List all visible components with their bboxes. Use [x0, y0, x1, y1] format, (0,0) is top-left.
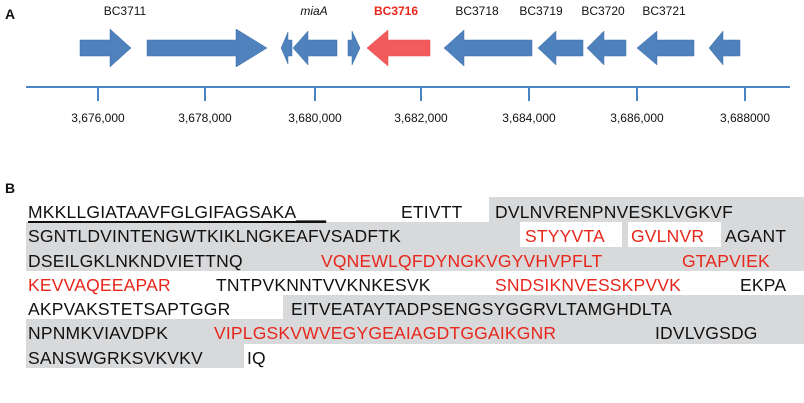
tick-label: 3,680,000: [288, 111, 342, 125]
shade-region: [26, 246, 804, 271]
gene-arrow-miaa: [292, 30, 338, 66]
gene-arrow-bc3720: [586, 30, 627, 66]
sequence-segment: EKPA: [740, 274, 787, 295]
peptide-segment: VIPLGSKVWVEGYGEAIAGDTGGAIKGNR: [214, 323, 557, 344]
sequence-segment: NPNMKVIAVDPK: [28, 323, 169, 344]
gene-arrow-bc3711: [79, 28, 132, 68]
panel-b-label: B: [5, 180, 16, 196]
gene-label-bc3719: BC3719: [519, 4, 563, 18]
signal-peptide: MKKLLGIATAAVFGLGIFAGSAKA___: [28, 202, 327, 222]
peptide-segment: GTAPVIEK: [682, 250, 770, 271]
sequence-segment: IQ: [247, 347, 266, 368]
gene-arrow-bc3719: [537, 30, 584, 66]
gene-map: BC3711 miaA BC3716 BC3718 BC3719 BC3720 …: [26, 4, 790, 125]
peptide-segment: GVLNVR: [631, 226, 705, 247]
gene-label-bc3716: BC3716: [374, 4, 418, 18]
tick-label: 3,686,000: [610, 111, 664, 125]
sequence-segment: EITVEATAYTADPSENGSYGGRVLTAMGHDLTA: [291, 299, 672, 320]
shade-region: [26, 343, 244, 368]
shade-region: [489, 197, 804, 222]
sequence-segment: SGNTLDVINTENGWTKIKLNGKEAFVSADFTK: [28, 226, 401, 247]
gap-region: [628, 222, 721, 247]
peptide-segment: VQNEWLQFDYNGKVGYVHVPFLT: [321, 250, 603, 271]
peptide-segment: KEVVAQEEAPAR: [28, 274, 171, 295]
tick-label: 3,688000: [720, 111, 770, 125]
gap-region: [520, 222, 622, 247]
gene-arrow-small: [347, 30, 361, 66]
sequence-segment: SANSWGRKSVKVKV: [28, 347, 203, 368]
sequence-segment: TNTPVKNNTVVKNKESVK: [216, 274, 431, 295]
tick-label: 3,678,000: [178, 111, 232, 125]
panel-a-label: A: [5, 6, 16, 22]
gene-arrow-bc3718: [443, 29, 533, 67]
peptide-segment: SNDSIKNVESSKPVVK: [495, 274, 682, 295]
gene-arrow-bc3716: [366, 29, 431, 67]
tick-label: 3,682,000: [394, 111, 448, 125]
sequence-segment: AKPVAKSTETSAPTGGR: [28, 299, 231, 320]
gene-arrow-bc3721: [636, 30, 695, 66]
axis-ticks: [97, 87, 746, 101]
gene-label-bc3721: BC3721: [642, 4, 686, 18]
gene-label-bc3718: BC3718: [455, 4, 499, 18]
sequence-segment: ETIVTT: [401, 202, 463, 222]
gene-label-bc3720: BC3720: [581, 4, 625, 18]
gene-arrow-bc3712: [146, 28, 268, 68]
tick-label: 3,684,000: [502, 111, 556, 125]
tick-label: 3,676,000: [71, 111, 125, 125]
sequence-segment: DVLNVRENPNVESKLVGKVF: [495, 202, 734, 222]
peptide-segment: STYYVTA: [525, 226, 605, 247]
gene-arrow-bc3722: [708, 30, 741, 66]
sequence-segment: DSEILGKLNKNDVIETTNQ: [28, 250, 243, 271]
sequence-segment: AGANT: [725, 226, 787, 247]
sequence-segment: IDVLVGSDG: [655, 323, 758, 344]
shade-region: [283, 295, 804, 320]
gene-label-miaa: miaA: [300, 4, 327, 18]
gene-arrow-bc3713: [280, 31, 293, 65]
gene-label-bc3711: BC3711: [104, 4, 147, 18]
shade-region: [26, 319, 804, 344]
